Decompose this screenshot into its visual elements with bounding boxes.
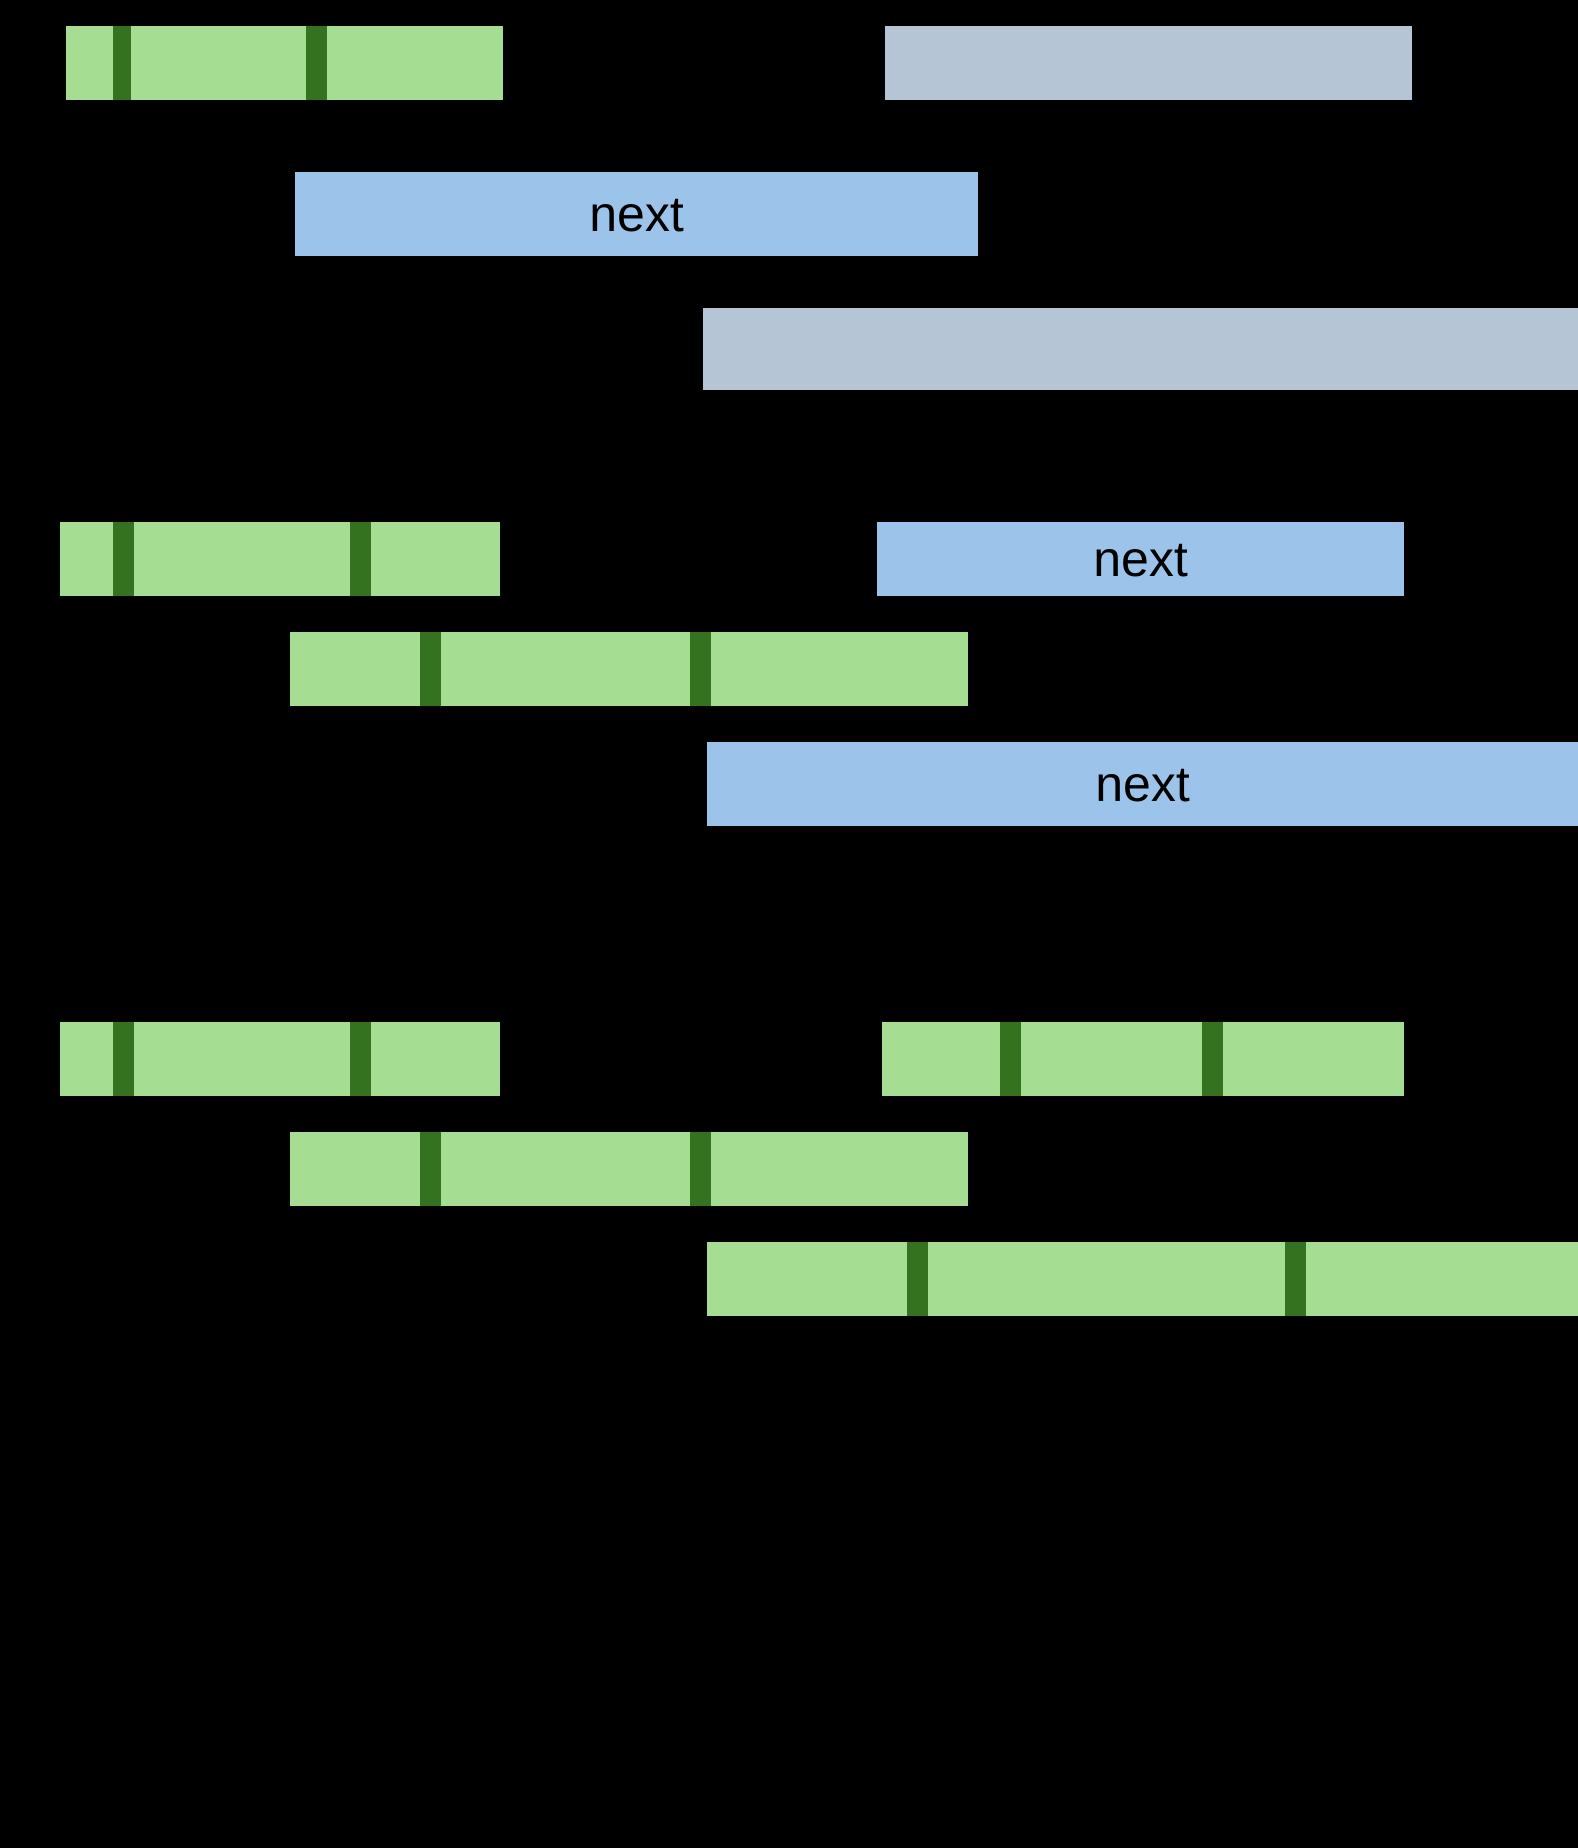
green-segment-bar: [60, 522, 500, 596]
segment-divider-marker: [113, 26, 131, 100]
segment-divider-marker: [306, 26, 327, 100]
segment-divider-marker: [1202, 1022, 1223, 1096]
green-segment-bar: [707, 1242, 1578, 1316]
green-segment-bar: [290, 632, 968, 706]
next-block: next: [707, 742, 1578, 826]
gray-block: [885, 26, 1412, 100]
next-block: next: [295, 172, 978, 256]
next-block: next: [877, 522, 1404, 596]
segment-divider-marker: [690, 632, 711, 706]
segment-divider-marker: [113, 522, 134, 596]
segment-divider-marker: [113, 1022, 134, 1096]
gray-block: [703, 308, 1578, 390]
green-segment-bar: [66, 26, 503, 100]
next-block-label: next: [1093, 531, 1188, 587]
green-segment-bar: [60, 1022, 500, 1096]
segment-divider-marker: [690, 1132, 711, 1206]
next-block-label: next: [1095, 756, 1190, 812]
green-segment-bar: [290, 1132, 968, 1206]
segment-divider-marker: [1285, 1242, 1306, 1316]
next-block-label: next: [589, 186, 684, 242]
segment-divider-marker: [907, 1242, 928, 1316]
segment-divider-marker: [350, 1022, 371, 1096]
green-segment-bar: [882, 1022, 1404, 1096]
segment-divider-marker: [420, 632, 441, 706]
segment-divider-marker: [1000, 1022, 1021, 1096]
segment-divider-marker: [350, 522, 371, 596]
segment-divider-marker: [420, 1132, 441, 1206]
